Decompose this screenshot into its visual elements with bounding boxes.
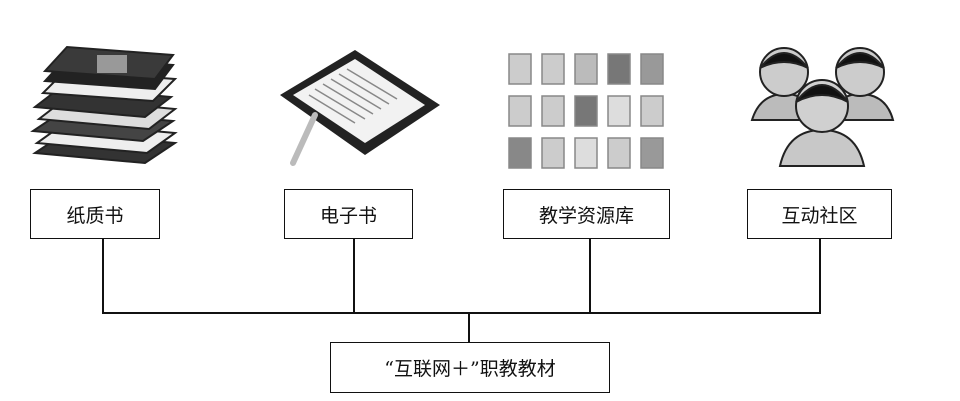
books-icon <box>30 45 178 165</box>
connector-line <box>353 239 355 314</box>
connector-line <box>102 239 104 314</box>
file-grid-icon <box>508 53 664 169</box>
connector-line <box>589 239 591 314</box>
node-label: 互动社区 <box>781 204 858 227</box>
people-icon <box>750 47 895 167</box>
tablet-icon <box>280 50 440 166</box>
connector-line <box>102 312 821 314</box>
node-label: 纸质书 <box>66 204 124 227</box>
connector-line <box>819 239 821 314</box>
node-label: 电子书 <box>319 204 377 227</box>
node-ebook: 电子书 <box>284 189 413 239</box>
root-label: “互联网＋”职教教材 <box>384 358 556 380</box>
node-paper-book: 纸质书 <box>30 189 160 239</box>
root-node: “互联网＋”职教教材 <box>330 342 610 393</box>
connector-line <box>468 312 470 342</box>
node-interactive-community: 互动社区 <box>747 189 892 239</box>
node-label: 教学资源库 <box>538 204 634 227</box>
node-teaching-resource-library: 教学资源库 <box>503 189 670 239</box>
